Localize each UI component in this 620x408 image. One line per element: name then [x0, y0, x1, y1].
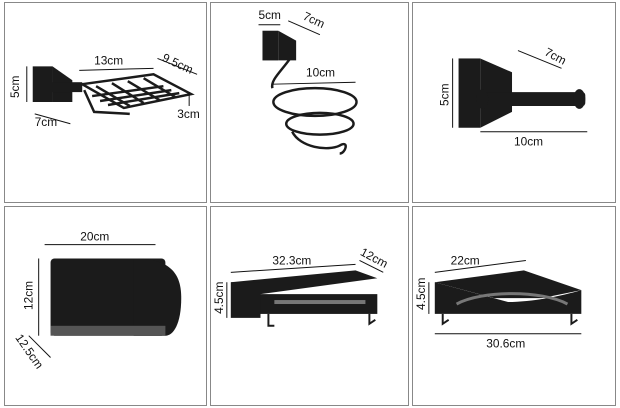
- corner-shelf-side-label: 22cm: [451, 253, 480, 267]
- soap-dish-mount-height-label: 5cm: [8, 76, 22, 99]
- hair-dryer-diameter-label: 10cm: [306, 65, 335, 79]
- rectangular-shelf-depth-label: 12cm: [358, 245, 390, 271]
- soap-dish-width-label: 13cm: [94, 53, 123, 67]
- toilet-paper-holder-depth-label: 12.5cm: [12, 331, 46, 371]
- hair-dryer-holder-illustration: 5cm 7cm 10cm: [259, 8, 358, 155]
- toilet-paper-holder-width-label: 20cm: [80, 230, 109, 244]
- hair-dryer-holder-panel: 5cm 7cm 10cm: [210, 2, 409, 203]
- corner-shelf-illustration: 22cm 4.5cm 30.6cm: [414, 253, 582, 351]
- corner-shelf-height-label: 4.5cm: [414, 278, 428, 310]
- toilet-paper-holder-height-label: 12cm: [22, 281, 36, 310]
- toilet-paper-holder-panel: 20cm 12cm 12.5cm: [4, 206, 207, 406]
- soap-dish-mount-depth-label: 7cm: [35, 115, 58, 129]
- robe-hook-height-label: 5cm: [438, 83, 452, 106]
- hair-dryer-mount-width-label: 5cm: [259, 8, 282, 22]
- soap-dish-height-label: 3cm: [177, 107, 200, 121]
- robe-hook-depth-label: 7cm: [542, 45, 568, 68]
- rectangular-shelf-panel: 32.3cm 12cm 4.5cm: [210, 206, 409, 406]
- soap-dish-depth-label: 9.5cm: [160, 50, 195, 76]
- robe-hook-panel: 7cm 5cm 10cm: [412, 2, 616, 203]
- soap-dish-panel: 13cm 9.5cm 5cm 7cm 3cm: [4, 2, 207, 203]
- rectangular-shelf-illustration: 32.3cm 12cm 4.5cm: [212, 245, 390, 327]
- rectangular-shelf-width-label: 32.3cm: [272, 253, 311, 267]
- rectangular-shelf-height-label: 4.5cm: [212, 282, 226, 314]
- robe-hook-width-label: 10cm: [514, 135, 543, 149]
- corner-shelf-width-label: 30.6cm: [486, 337, 525, 351]
- robe-hook-illustration: 7cm 5cm 10cm: [438, 45, 588, 149]
- toilet-paper-holder-illustration: 20cm 12cm 12.5cm: [12, 230, 182, 371]
- corner-shelf-panel: 22cm 4.5cm 30.6cm: [412, 206, 616, 406]
- soap-dish-illustration: 13cm 9.5cm 5cm 7cm 3cm: [8, 50, 200, 129]
